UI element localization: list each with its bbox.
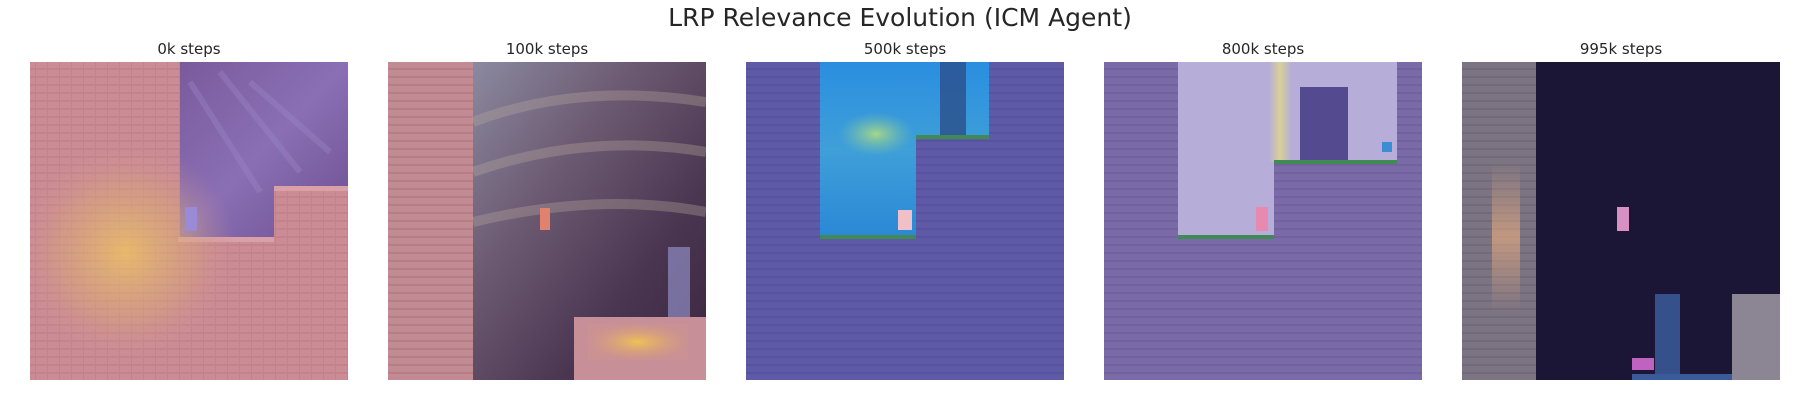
agent-sprite bbox=[1256, 207, 1268, 231]
platform-edge bbox=[820, 235, 916, 239]
agent-sprite bbox=[540, 208, 550, 230]
panel-title-500k: 500k steps bbox=[863, 40, 947, 58]
floor-strip bbox=[1632, 374, 1732, 380]
pillar bbox=[940, 62, 966, 137]
platform-edge bbox=[916, 135, 989, 139]
agent-sprite bbox=[898, 210, 912, 230]
agent-sprite bbox=[185, 207, 197, 231]
pillar bbox=[1655, 294, 1680, 380]
relevance-hotspot bbox=[588, 324, 688, 360]
pillar bbox=[1300, 87, 1348, 162]
platform-edge bbox=[1178, 235, 1274, 239]
figure-title: LRP Relevance Evolution (ICM Agent) bbox=[668, 3, 1132, 32]
goal-marker bbox=[1382, 142, 1392, 152]
platform-edge bbox=[1274, 160, 1397, 164]
goal-marker bbox=[1632, 358, 1654, 370]
heatmap-panel-0k bbox=[30, 62, 348, 380]
heatmap-panel-100k bbox=[388, 62, 706, 380]
agent-sprite bbox=[1617, 207, 1629, 231]
relevance-hotspot bbox=[838, 112, 914, 156]
relevance-hotspot bbox=[1269, 62, 1291, 162]
pillar bbox=[668, 247, 690, 317]
heatmap-panel-500k bbox=[746, 62, 1064, 380]
panel-title-800k: 800k steps bbox=[1221, 40, 1305, 58]
heatmap-panel-995k bbox=[1462, 62, 1780, 380]
relevance-hotspot bbox=[1492, 162, 1520, 312]
panel-title-100k: 100k steps bbox=[505, 40, 589, 58]
panel-title-0k: 0k steps bbox=[157, 40, 221, 58]
heatmap-panel-800k bbox=[1104, 62, 1422, 380]
wall-block bbox=[1732, 294, 1780, 380]
panel-title-995k: 995k steps bbox=[1579, 40, 1663, 58]
